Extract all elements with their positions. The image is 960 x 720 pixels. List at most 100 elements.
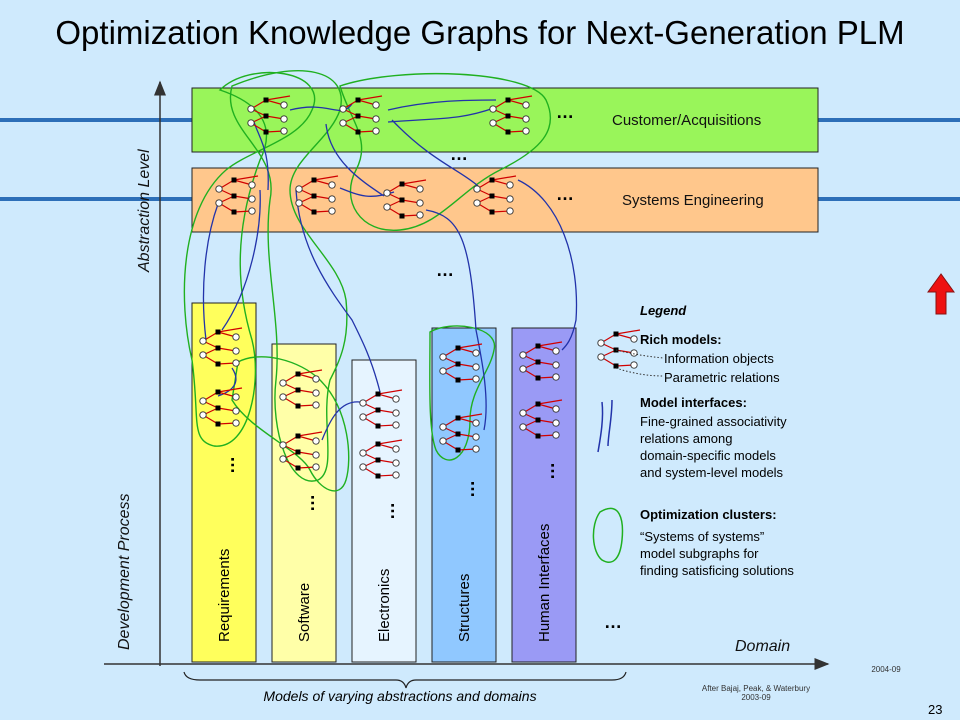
information-object [535,433,541,439]
graph-port [519,365,527,373]
ellipsis-human-interfaces: … [538,461,558,480]
ellipsis-systems: … [556,184,575,204]
graph-port [247,105,255,113]
model-interface-link [391,119,479,187]
parametric-relation [507,95,533,101]
graph-port [439,437,447,445]
information-object [295,387,301,393]
column-label-structures: Structures [456,573,473,642]
graph-port [339,105,347,113]
graph-port [630,335,638,343]
column-label-human-interfaces: Human Interfaces [536,523,553,642]
ellipsis-domains: … [604,612,623,632]
parametric-relation [615,329,641,335]
parametric-relation [357,95,383,101]
optimization-cluster [183,71,316,447]
information-object [505,129,511,135]
graph-port [372,127,380,135]
column-requirements [191,302,257,663]
parametric-relation [491,175,517,181]
information-object [489,209,495,215]
graph-port [280,101,288,109]
model-interface-link [295,189,381,393]
information-object [535,401,541,407]
graph-systems-4 [473,175,517,215]
information-object [355,97,361,103]
parametric-relation [537,399,563,405]
graph-port [416,211,424,219]
graph-port [439,353,447,361]
graph-port [472,433,480,441]
information-object [399,181,405,187]
graph-port [232,359,240,367]
graph-structures-1 [439,343,483,383]
axis-label-abstraction: Abstraction Level [136,149,153,272]
graph-port [232,419,240,427]
information-object [263,113,269,119]
graph-port [522,115,530,123]
graph-port [472,349,480,357]
graph-port [473,199,481,207]
graph-port [392,459,400,467]
page-title: Optimization Knowledge Graphs for Next-G… [55,14,905,51]
information-object [375,457,381,463]
information-object [455,361,461,367]
information-object [311,177,317,183]
information-object [535,359,541,365]
legend-leader-line [615,349,665,359]
optimization-cluster [429,325,495,461]
graph-port [248,207,256,215]
graph-port [232,333,240,341]
information-object [375,473,381,479]
graph-layer [199,95,665,479]
graph-port [506,207,514,215]
graph-structures-2 [439,413,483,453]
parametric-relation [233,175,259,181]
graph-port [552,373,560,381]
graph-port [295,199,303,207]
model-interface-link [253,121,269,191]
information-object [455,345,461,351]
graph-port [552,431,560,439]
graph-systems-1 [215,175,259,215]
graph-port [248,195,256,203]
parametric-relation [377,389,403,395]
band-customer [191,87,819,153]
information-object [231,193,237,199]
graph-port [312,437,320,445]
ellipsis-software: … [298,493,318,512]
information-object [375,423,381,429]
graph-port [552,419,560,427]
information-object [375,391,381,397]
brace [183,671,627,689]
graph-port [199,351,207,359]
information-object [215,361,221,367]
graph-port [416,199,424,207]
graph-port [372,115,380,123]
graph-port [439,423,447,431]
graph-port [519,351,527,359]
graph-software-2 [279,431,323,471]
information-object [215,421,221,427]
model-interface-link [202,203,219,341]
information-object [505,97,511,103]
legend-interface-link [597,401,604,453]
information-object [215,405,221,411]
band-label-customer: Customer/Acquisitions [612,112,762,129]
legend-param-relations: Parametric relations [664,370,780,385]
graph-port [312,463,320,471]
information-object [295,371,301,377]
column-human-interfaces [511,327,577,663]
graph-port [312,375,320,383]
graph-port [392,395,400,403]
information-object [355,129,361,135]
model-interface-link [517,179,578,351]
information-object [263,97,269,103]
graph-systems-2 [295,175,339,215]
graph-port [215,199,223,207]
graph-port [597,339,605,347]
information-object [455,431,461,437]
graph-port [312,401,320,409]
graph-port [359,449,367,457]
interface-layer [202,99,613,453]
